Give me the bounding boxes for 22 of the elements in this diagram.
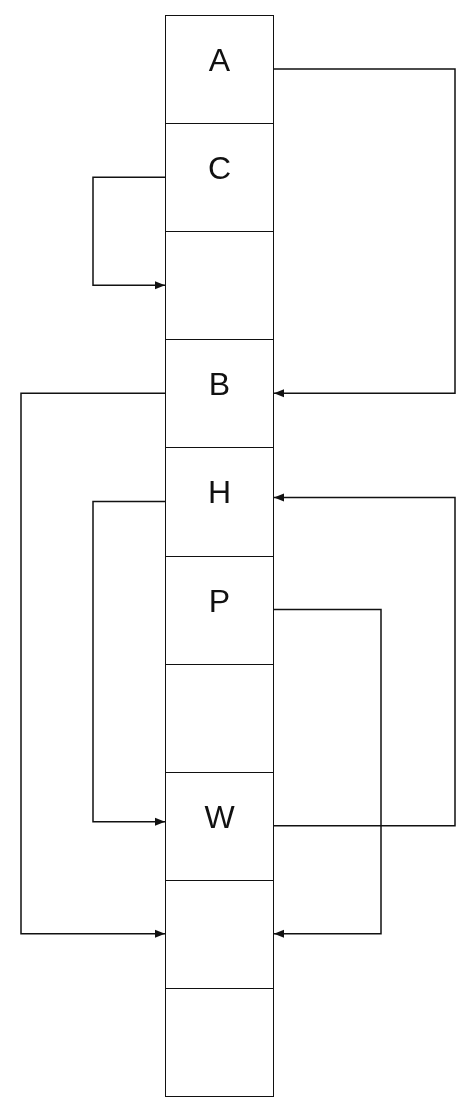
memory-cell	[165, 555, 274, 666]
pointer-arrow	[273, 68, 456, 398]
pointer-arrow	[20, 392, 166, 938]
memory-cell	[165, 339, 274, 449]
cell-label: H	[206, 474, 233, 511]
memory-cell	[165, 879, 274, 990]
pointer-arrow	[273, 608, 382, 938]
memory-cell	[165, 123, 274, 233]
memory-cell	[165, 231, 274, 341]
memory-cell	[165, 663, 274, 774]
cell-label: C	[206, 150, 233, 187]
pointer-arrow	[92, 500, 166, 826]
pointer-arrow	[273, 493, 456, 827]
cell-label: B	[207, 366, 232, 403]
cell-label: W	[203, 798, 236, 835]
cell-label: A	[207, 42, 232, 78]
memory-cell	[165, 771, 274, 882]
memory-cell	[165, 15, 274, 125]
cell-label: P	[207, 582, 232, 619]
memory-cell	[165, 987, 274, 1098]
memory-cell	[165, 447, 274, 557]
pointer-arrow	[92, 176, 166, 290]
